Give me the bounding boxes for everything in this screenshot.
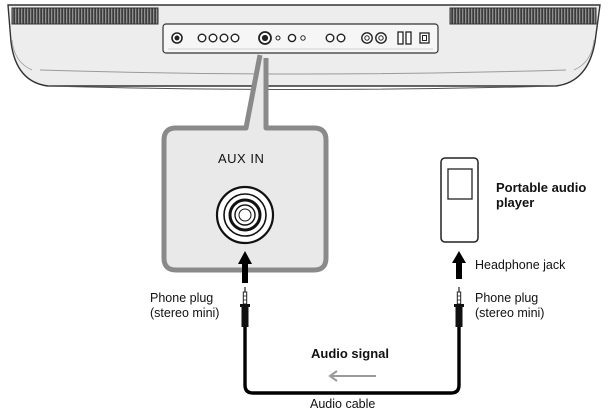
signal-direction-arrow-icon xyxy=(328,370,376,382)
speaker-grille-left xyxy=(11,7,159,25)
jack-icon xyxy=(325,33,335,43)
jack-row xyxy=(171,31,430,45)
audio-cable xyxy=(243,327,461,395)
usb-port-icon xyxy=(405,31,412,45)
jack-icon xyxy=(219,33,229,43)
portable-audio-player-label: Portable audio player xyxy=(496,180,587,210)
right-phone-plug-label: Phone plug (stereo mini) xyxy=(475,291,545,320)
aux-in-label: AUX IN xyxy=(218,151,265,166)
audio-signal-label: Audio signal xyxy=(311,346,389,361)
jack-icon xyxy=(300,35,306,41)
usb-port-icon xyxy=(397,31,404,45)
right-phone-plug-icon xyxy=(454,287,464,327)
jack-icon xyxy=(208,33,218,43)
jack-icon xyxy=(287,33,297,43)
jack-icon xyxy=(336,33,346,43)
insert-arrow-icon xyxy=(238,251,252,283)
portable-audio-player-icon xyxy=(440,157,479,243)
speaker-grille-right xyxy=(449,7,597,25)
headphone-out-arrow-icon xyxy=(452,251,466,279)
audio-cable-label: Audio cable xyxy=(310,397,376,411)
headphone-jack-label: Headphone jack xyxy=(475,258,566,272)
jack-icon xyxy=(197,33,207,43)
jack-icon xyxy=(275,35,281,41)
jack-icon xyxy=(230,33,240,43)
aux-in-jack-large-icon xyxy=(215,185,275,245)
left-phone-plug-icon xyxy=(240,287,250,327)
left-phone-plug-label: Phone plug (stereo mini) xyxy=(150,291,220,320)
